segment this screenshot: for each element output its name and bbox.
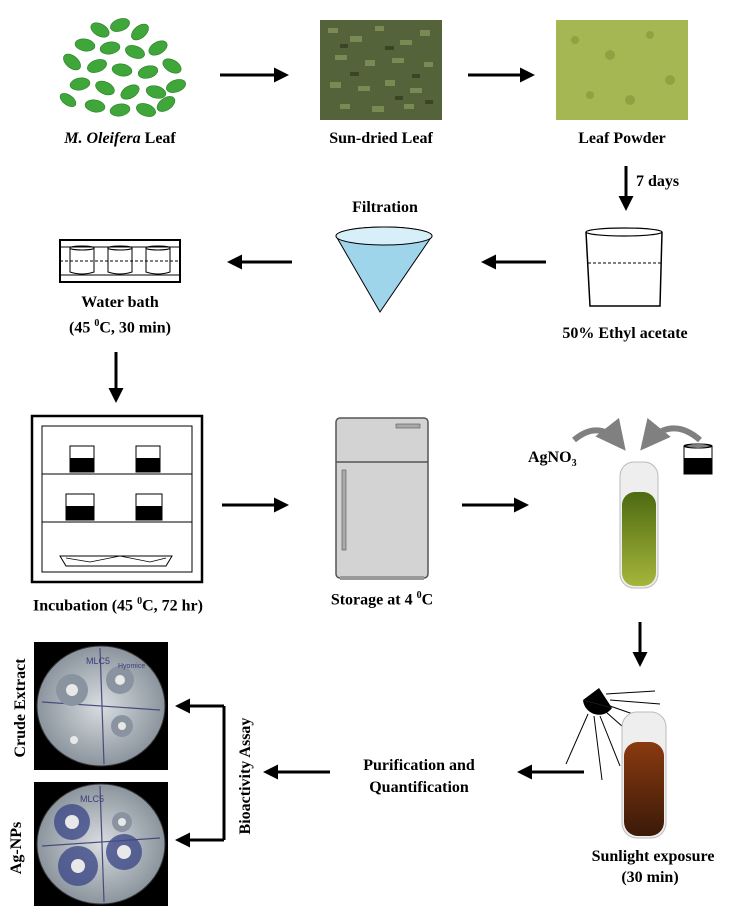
label-quantification: Quantification [369, 779, 469, 796]
label-filtration: Filtration [352, 199, 418, 216]
inc-pre: Incubation (45 [33, 597, 138, 615]
label-purification: Purification and [363, 757, 475, 774]
label-crude-extract: Crude Extract [12, 658, 29, 758]
label-water-bath-conditions: (45 0C, 30 min) [40, 314, 200, 337]
green-extract-tube [619, 461, 659, 589]
crude-extract-plate: MLC5 Hyomice [34, 642, 168, 770]
ethyl-acetate-beaker [585, 227, 663, 307]
label-ethyl-acetate: 50% Ethyl acetate [562, 325, 688, 342]
curved-arrow-beaker [640, 417, 702, 451]
curved-arrow-agno3 [572, 417, 626, 451]
sun-dried-leaf-image [320, 20, 442, 120]
filter-funnel [335, 226, 433, 313]
agno3-sub: 3 [571, 458, 577, 470]
label-ag-nps: Ag-NPs [8, 821, 25, 875]
agno3-main: AgNO [528, 449, 572, 466]
label-storage: Storage at 4 0C [306, 586, 458, 609]
leaf-powder-image [556, 20, 688, 120]
agnps-plate: MLC5 [34, 782, 168, 906]
label-moringa-leaf: M. Oleifera Leaf [40, 129, 200, 148]
label-incubation: Incubation (45 0C, 72 hr) [8, 592, 228, 615]
label-water-bath: Water bath [81, 294, 159, 311]
inc-sup: 0 [137, 596, 143, 607]
label-sunlight-duration: (30 min) [621, 869, 679, 886]
label-7-days: 7 days [636, 173, 680, 190]
label-moringa-suffix: Leaf [140, 130, 176, 147]
st-post: C [421, 591, 434, 609]
plate-top-label-a: MLC5 [86, 656, 110, 666]
sunlight-lamp [565, 688, 661, 781]
label-agno3: AgNO3 [528, 448, 598, 473]
inc-post: C, 72 hr) [142, 597, 203, 615]
label-moringa-species: M. Oleifera [64, 130, 141, 147]
moringa-leaf-image [59, 18, 186, 117]
bioactivity-bracket [175, 698, 226, 848]
brown-nanoparticle-tube [621, 711, 667, 839]
wb-sup: 0 [94, 318, 100, 329]
label-sunlight-exposure: Sunlight exposure [591, 848, 715, 865]
wb-pre: (45 [69, 319, 95, 337]
refrigerator [335, 417, 429, 580]
label-leaf-powder: Leaf Powder [578, 130, 666, 147]
st-pre: Storage at 4 [330, 591, 417, 609]
silver-nitrate-beaker [683, 443, 713, 475]
water-bath [59, 239, 181, 283]
st-sup: 0 [416, 590, 422, 601]
plate-bottom-label-a: MLC5 [80, 794, 104, 804]
label-bioactivity-assay: Bioactivity Assay [237, 717, 254, 835]
label-sun-dried: Sun-dried Leaf [329, 130, 433, 147]
incubator [30, 414, 204, 584]
plate-top-label-b: Hyomice [118, 663, 145, 670]
wb-post: C, 30 min) [99, 319, 171, 337]
